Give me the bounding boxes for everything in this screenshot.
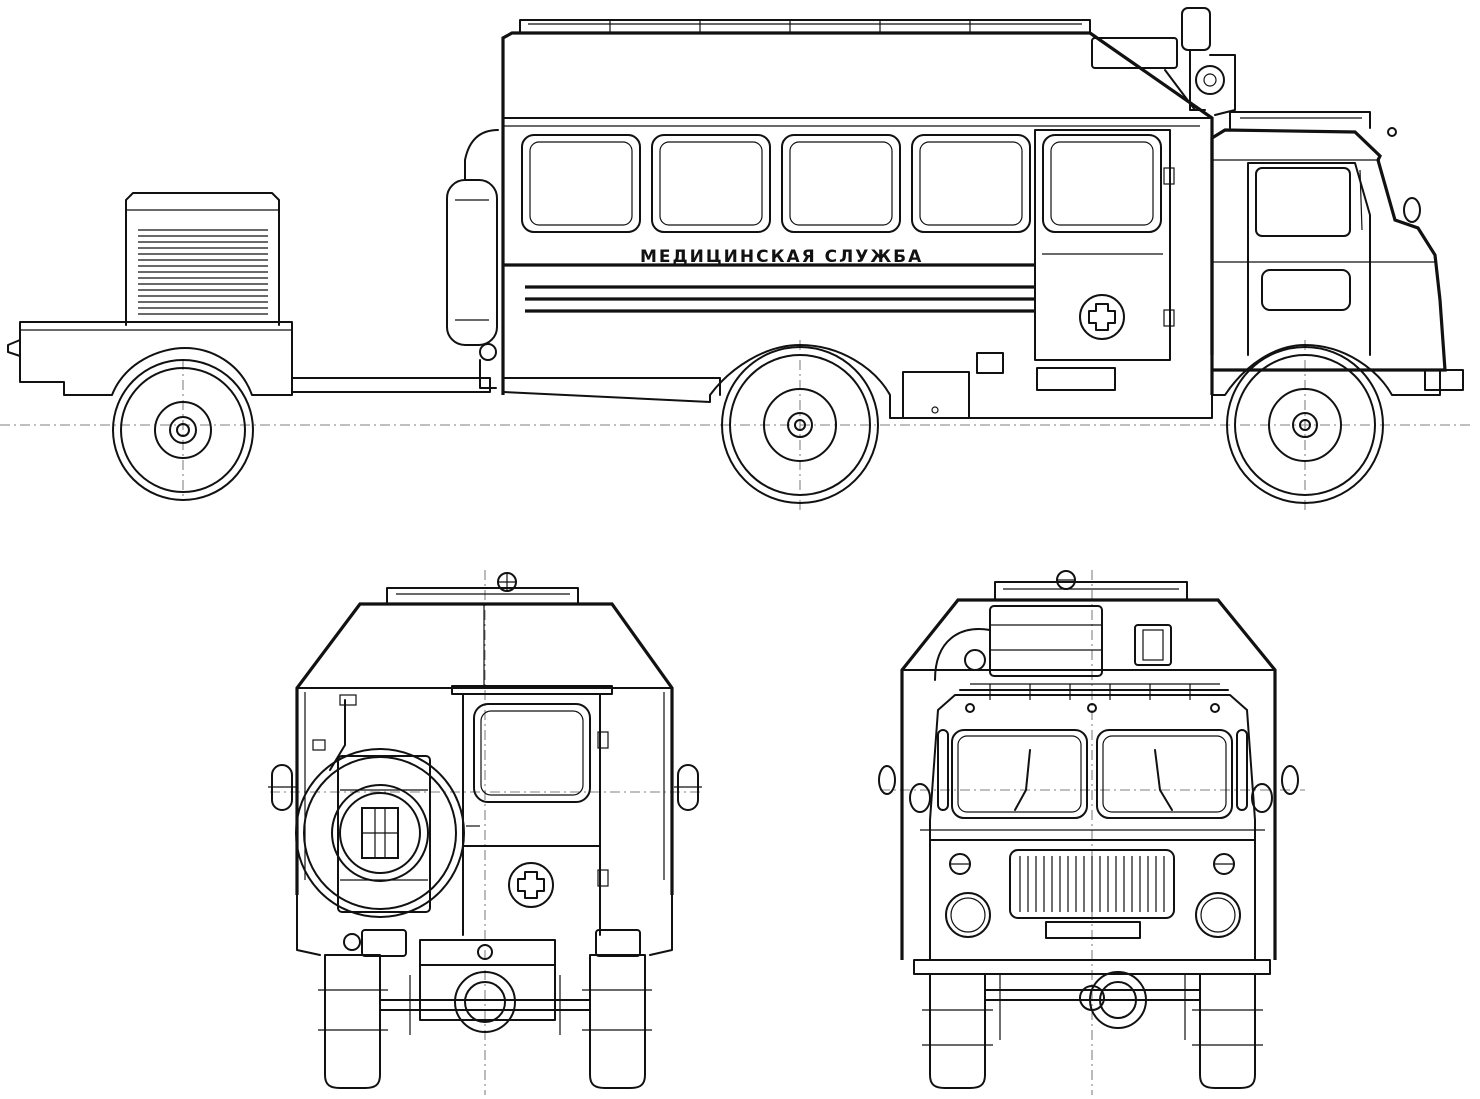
trailer [7,192,491,501]
side-door [1034,129,1175,361]
side-view: МЕДИЦИНСКАЯ СЛУЖБА [0,7,1470,510]
rear-cylinder [446,129,499,389]
medical-box-body: МЕДИЦИНСКАЯ СЛУЖБА [446,19,1214,419]
rear-view-wheels [318,954,652,1089]
front-wheel-side [1226,346,1384,504]
front-view-wheels [922,973,1263,1089]
headlamps [945,853,1241,938]
snorkel-exhaust [1091,7,1236,116]
front-view [878,570,1305,1095]
rear-wheel-side [721,346,879,504]
hull-lettering: МЕДИЦИНСКАЯ СЛУЖБА [640,247,923,267]
spare-wheel [295,694,465,918]
front-cab [878,694,1299,961]
grille [1019,856,1165,912]
truck-cab [1210,111,1464,396]
rear-door [451,685,613,936]
trailer-wheel [112,359,254,501]
trailer-louvers [138,229,268,315]
rear-view [268,570,702,1095]
side-windows [521,134,1162,233]
